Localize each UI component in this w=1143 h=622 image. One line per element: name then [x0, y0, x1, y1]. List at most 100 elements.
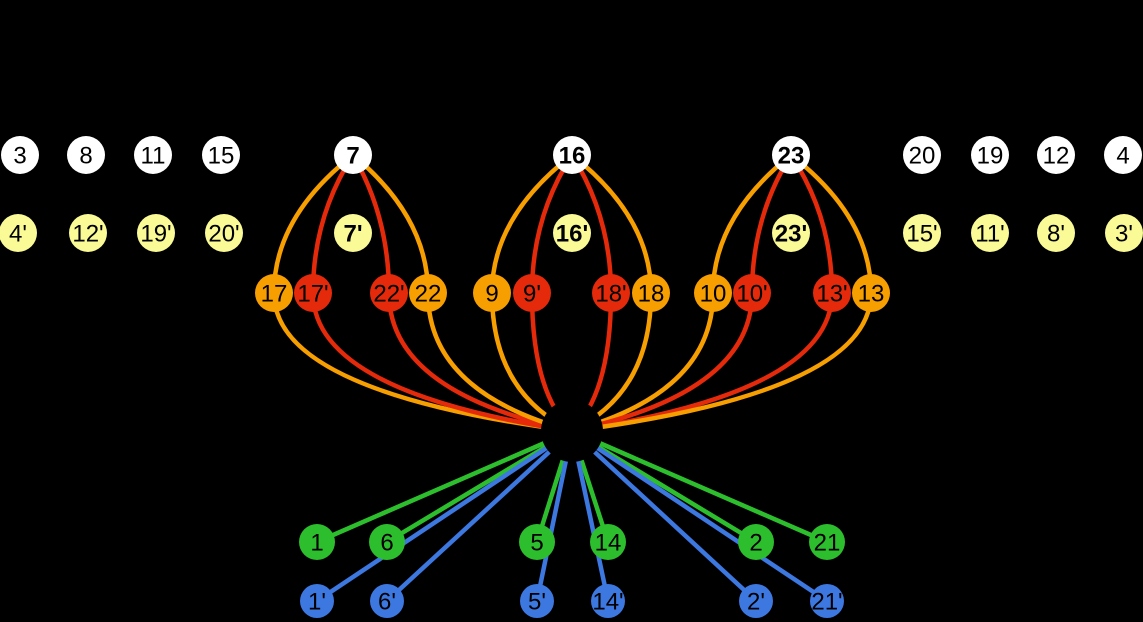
node-19 — [971, 136, 1009, 174]
node-23' — [772, 214, 810, 252]
node-label-21': 21' — [811, 588, 842, 615]
node-11 — [134, 136, 172, 174]
edge-7-17' — [310, 153, 573, 434]
node-7 — [334, 136, 372, 174]
node-10 — [694, 274, 732, 312]
node-3' — [1105, 214, 1143, 252]
node-label-8: 8 — [79, 142, 92, 169]
node-label-6: 6 — [380, 529, 393, 556]
node-12' — [69, 214, 107, 252]
node-label-16: 16 — [559, 142, 586, 169]
node-label-2': 2' — [747, 588, 765, 615]
node-label-12': 12' — [72, 220, 103, 247]
node-23 — [772, 136, 810, 174]
node-19' — [137, 214, 175, 252]
node-label-22': 22' — [373, 280, 404, 307]
edge-7-17 — [271, 153, 573, 434]
node-4 — [1104, 136, 1142, 174]
node-9 — [473, 274, 511, 312]
node-18' — [592, 274, 630, 312]
edge-hub-1 — [316, 428, 573, 545]
node-12 — [1037, 136, 1075, 174]
edge-23-13 — [571, 153, 874, 434]
node-14 — [590, 524, 626, 560]
node-label-1: 1 — [310, 529, 323, 556]
node-17 — [255, 274, 293, 312]
node-18 — [632, 274, 670, 312]
node-label-21: 21 — [814, 529, 841, 556]
node-label-17: 17 — [261, 280, 288, 307]
node-label-11: 11 — [141, 142, 166, 169]
node-label-7: 7 — [346, 142, 359, 169]
node-label-3': 3' — [1115, 220, 1133, 247]
edge-hub-21 — [571, 428, 828, 545]
node-label-14: 14 — [595, 529, 622, 556]
edge-23-13' — [571, 153, 835, 434]
node-20 — [903, 136, 941, 174]
node-label-5': 5' — [528, 588, 546, 615]
node-16 — [553, 136, 591, 174]
node-13' — [813, 274, 851, 312]
node-label-23': 23' — [775, 220, 807, 247]
node-11' — [971, 214, 1009, 252]
node-8' — [1037, 214, 1075, 252]
node-15 — [202, 136, 240, 174]
node-label-14': 14' — [592, 588, 623, 615]
node-label-5: 5 — [530, 529, 543, 556]
node-17' — [294, 274, 332, 312]
edge-hub-21' — [570, 429, 829, 603]
node-label-19': 19' — [140, 220, 171, 247]
node-label-11': 11' — [975, 220, 1005, 247]
node-9' — [513, 274, 551, 312]
node-label-6': 6' — [378, 588, 396, 615]
node-label-19: 19 — [977, 142, 1004, 169]
node-label-15: 15 — [208, 142, 235, 169]
node-8 — [67, 136, 105, 174]
node-22 — [409, 274, 447, 312]
node-1 — [299, 524, 335, 560]
node-label-16': 16' — [556, 220, 588, 247]
edge-hub-6' — [385, 429, 574, 603]
node-label-22: 22 — [415, 280, 442, 307]
node-5 — [519, 524, 555, 560]
node-label-8': 8' — [1047, 220, 1065, 247]
node-label-12: 12 — [1043, 142, 1070, 169]
node-14' — [591, 584, 625, 618]
node-label-3: 3 — [13, 142, 26, 169]
node-2 — [738, 524, 774, 560]
node-3 — [1, 136, 39, 174]
node-label-7': 7' — [343, 220, 362, 247]
node-label-4': 4' — [9, 220, 27, 247]
node-label-23: 23 — [778, 142, 805, 169]
node-21' — [810, 584, 844, 618]
node-label-9: 9 — [485, 280, 498, 307]
node-7' — [334, 214, 372, 252]
node-label-20': 20' — [208, 220, 239, 247]
node-22' — [370, 274, 408, 312]
node-label-10: 10 — [700, 280, 727, 307]
node-label-15': 15' — [906, 220, 937, 247]
node-label-13': 13' — [816, 280, 847, 307]
node-5' — [520, 584, 554, 618]
hub-node — [541, 400, 603, 462]
node-16' — [553, 214, 591, 252]
node-label-18: 18 — [638, 280, 665, 307]
node-label-1': 1' — [308, 588, 326, 615]
node-1' — [300, 584, 334, 618]
node-label-10': 10' — [736, 280, 767, 307]
node-label-13: 13 — [858, 280, 885, 307]
node-20' — [205, 214, 243, 252]
node-label-9': 9' — [523, 280, 541, 307]
node-6' — [370, 584, 404, 618]
node-6 — [369, 524, 405, 560]
node-21 — [809, 524, 845, 560]
node-4' — [0, 214, 37, 252]
node-2' — [739, 584, 773, 618]
node-label-2: 2 — [749, 529, 762, 556]
node-label-18': 18' — [595, 280, 626, 307]
node-label-17': 17' — [297, 280, 328, 307]
node-15' — [903, 214, 941, 252]
node-label-4: 4 — [1116, 142, 1129, 169]
